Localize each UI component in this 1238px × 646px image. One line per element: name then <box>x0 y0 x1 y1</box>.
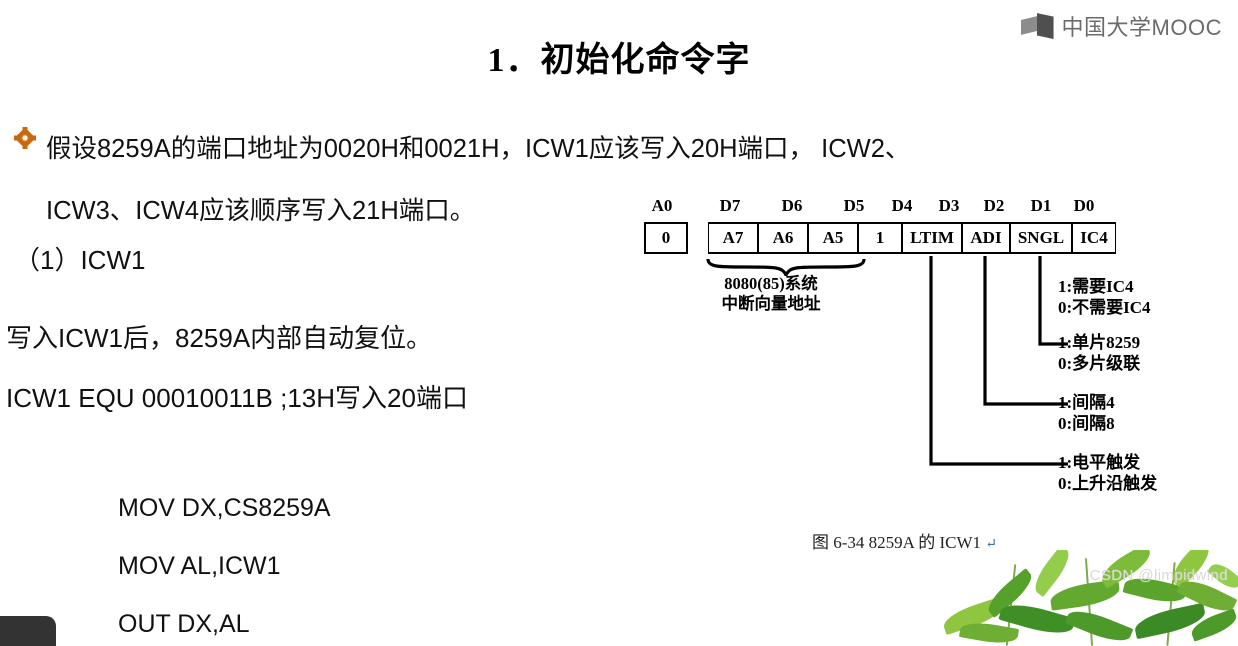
bit-label-d6: D6 <box>781 196 803 215</box>
green-leaves-decoration <box>938 550 1238 646</box>
address-group-brace-icon <box>706 258 866 276</box>
annotation-d2: 1:间隔4 0:间隔8 <box>1058 392 1115 434</box>
annotation-d0: 1:需要IC4 0:不需要IC4 <box>1058 276 1151 318</box>
bit-cell-d0: IC4 <box>1072 222 1116 254</box>
bullet-line-2: ICW3、ICW4应该顺序写入21H端口。 <box>46 197 476 225</box>
code-line: MOV AL,ICW1 <box>118 552 281 580</box>
annotation-d1: 1:单片8259 0:多片级联 <box>1058 332 1140 374</box>
bit-label-d0: D0 <box>1073 196 1095 215</box>
bit-cell-d1: SNGL <box>1010 222 1072 254</box>
icw1-bit-diagram: A0 D7 D6 D5 D4 D3 D2 D1 D0 0 A7 A6 A5 1 … <box>640 196 1157 526</box>
bit-cell-d7: A7 <box>708 222 758 254</box>
code-line: MOV DX,CS8259A <box>118 494 331 522</box>
annotation-d2-zero: 0:间隔8 <box>1058 414 1115 433</box>
mooc-logo: 中国大学MOOC <box>1020 10 1222 42</box>
annotation-d3: 1:电平触发 0:上升沿触发 <box>1058 452 1157 494</box>
section-label-icw1: （1）ICW1 <box>14 245 146 275</box>
code-line: OUT DX,AL <box>118 610 250 638</box>
bullet-line-1: 假设8259A的端口地址为0020H和0021H，ICW1应该写入20H端口， … <box>46 135 911 163</box>
bit-cell-d2: ADI <box>962 222 1010 254</box>
bullet-paragraph: 假设8259A的端口地址为0020H和0021H，ICW1应该写入20H端口， … <box>14 118 1134 242</box>
equ-definition-line: ICW1 EQU 00010011B ;13H写入20端口 <box>6 383 468 413</box>
annotation-d0-one: 1:需要IC4 <box>1058 277 1134 296</box>
bit-label-d2: D2 <box>983 196 1005 215</box>
figure-caption-text: 图 6-34 8259A 的 ICW1 <box>812 533 982 552</box>
video-player-chip[interactable] <box>0 616 56 646</box>
figure-caption: 图 6-34 8259A 的 ICW1 ↵ <box>812 528 997 553</box>
watermark-text: CSDN @limpidwind <box>1089 567 1228 584</box>
bit-label-d4: D4 <box>891 196 913 215</box>
brace-caption-line-2: 中断向量地址 <box>721 294 821 313</box>
paragraph-mark-icon: ↵ <box>985 537 998 552</box>
bullet-text-block: 假设8259A的端口地址为0020H和0021H，ICW1应该写入20H端口， … <box>46 118 910 242</box>
bit-cell-a0: 0 <box>644 222 688 254</box>
bit-label-d1: D1 <box>1030 196 1052 215</box>
annotation-d1-zero: 0:多片级联 <box>1058 354 1141 373</box>
annotation-d1-one: 1:单片8259 <box>1058 333 1141 352</box>
brace-caption-line-1: 8080(85)系统 <box>724 274 818 293</box>
bit-label-d3: D3 <box>938 196 960 215</box>
annotation-d0-zero: 0:不需要IC4 <box>1058 298 1151 317</box>
bit-cell-d3: LTIM <box>902 222 962 254</box>
bit-cell-d6: A6 <box>758 222 808 254</box>
annotation-d3-zero: 0:上升沿触发 <box>1058 474 1158 493</box>
diamond-bullet-icon <box>14 127 36 149</box>
page-title: 1．初始化命令字 <box>487 42 751 79</box>
bit-label-a0: A0 <box>651 196 673 215</box>
bit-label-d5: D5 <box>843 196 865 215</box>
bit-label-d7: D7 <box>719 196 741 215</box>
annotation-d2-one: 1:间隔4 <box>1058 393 1115 412</box>
bit-cell-d4: 1 <box>858 222 902 254</box>
address-group-caption: 8080(85)系统 中断向量地址 <box>686 274 856 314</box>
logo-text: 中国大学MOOC <box>1061 15 1222 40</box>
bit-connector-lines <box>929 256 1068 466</box>
bit-cell-row: 0 A7 A6 A5 1 LTIM ADI SNGL IC4 <box>640 222 1116 256</box>
reset-note: 写入ICW1后，8259A内部自动复位。 <box>6 323 433 353</box>
annotation-d3-one: 1:电平触发 <box>1058 453 1141 472</box>
bit-cell-d5: A5 <box>808 222 858 254</box>
mooc-book-logo-icon <box>1020 13 1055 39</box>
bit-label-row: A0 D7 D6 D5 D4 D3 D2 D1 D0 <box>640 196 1095 218</box>
